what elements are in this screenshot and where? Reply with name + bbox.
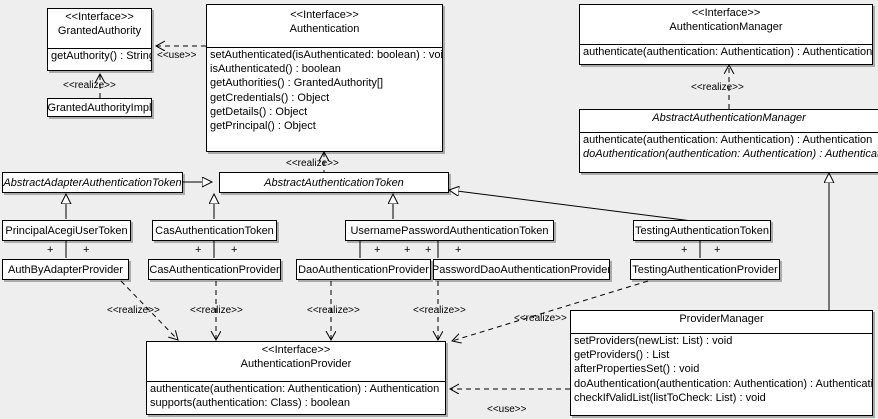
operations-compartment: authenticate(authentication: Authenticat… — [580, 45, 872, 59]
operation: getCredentials() : Object — [210, 91, 330, 104]
class-name: AuthenticationManager — [669, 21, 783, 33]
stereotype-label: <<Interface>> — [65, 11, 134, 23]
class-provider-manager[interactable]: ProviderManager setProviders(newList: Li… — [570, 310, 873, 416]
class-username-password-authentication-token[interactable]: UsernamePasswordAuthenticationToken — [345, 220, 554, 241]
operation: getProviders() : List — [574, 349, 670, 362]
association-marker-plus: + — [681, 244, 688, 256]
operation: doAuthentication(authentication: Authent… — [583, 148, 878, 161]
divider — [147, 381, 445, 382]
operations-compartment: setProviders(newList: List) : void getPr… — [571, 334, 872, 405]
association-marker-plus: + — [404, 244, 411, 256]
operation: supports(authentication: Class) : boolea… — [150, 397, 350, 410]
operation: doAuthentication(authentication: Authent… — [574, 377, 873, 390]
operation: authenticate(authentication: Authenticat… — [583, 134, 873, 146]
class-abstract-authentication-token[interactable]: AbstractAuthenticationToken — [219, 172, 449, 193]
class-header: <<Interface>> Authentication — [207, 5, 442, 47]
edge-label-realize-cas: <<realize>> — [190, 305, 243, 316]
association-marker-plus: + — [374, 244, 381, 256]
edge-label-realize-testing: <<realize>> — [514, 313, 567, 324]
divider — [48, 48, 151, 49]
edge-label-realize-abstract-authentication-token: <<realize>> — [286, 158, 339, 169]
edge-label-realize-authentication-manager: <<realize>> — [691, 82, 744, 93]
association-marker-plus: + — [425, 244, 432, 256]
class-authentication[interactable]: <<Interface>> Authentication setAuthenti… — [206, 4, 443, 152]
association-marker-plus: + — [714, 244, 721, 256]
operation: isAuthenticated() : boolean — [210, 63, 341, 76]
edge-label-use-provider-manager: <<use>> — [487, 404, 527, 415]
association-marker-plus: + — [195, 244, 202, 256]
class-testing-authentication-token[interactable]: TestingAuthenticationToken — [633, 220, 771, 241]
operation: getAuthority() : String — [51, 50, 152, 62]
divider — [207, 47, 442, 48]
edge-label-realize-granted-authority-impl: <<realize>> — [63, 80, 116, 91]
stereotype-label: <<Interface>> — [261, 344, 331, 356]
class-name: GrantedAuthority — [57, 25, 142, 37]
class-name: GrantedAuthorityImpl — [47, 101, 152, 114]
class-name: Authentication — [289, 23, 360, 35]
operation: getPrincipal() : Object — [210, 120, 316, 133]
class-granted-authority[interactable]: <<Interface>> GrantedAuthority getAuthor… — [47, 8, 152, 71]
association-marker-plus: + — [455, 244, 462, 256]
operations-compartment: setAuthenticated(isAuthenticated: boolea… — [207, 48, 442, 133]
operation: checkIfValidList(listToCheck: List) : vo… — [574, 391, 766, 404]
divider — [580, 44, 872, 45]
class-principal-acegi-user-token[interactable]: PrincipalAcegiUserToken — [2, 220, 131, 241]
divider — [580, 132, 878, 133]
class-name: TestingAuthenticationProvider — [632, 263, 778, 276]
class-password-dao-authentication-provider[interactable]: PasswordDaoAuthenticationProvider — [433, 259, 610, 280]
class-name: TestingAuthenticationToken — [635, 224, 769, 237]
operations-compartment: authenticate(authentication: Authenticat… — [580, 133, 878, 161]
class-name: AuthByAdapterProvider — [8, 263, 123, 276]
class-name: PasswordDaoAuthenticationProvider — [433, 263, 610, 276]
class-name: UsernamePasswordAuthenticationToken — [350, 224, 549, 237]
class-dao-authentication-provider[interactable]: DaoAuthenticationProvider — [296, 259, 431, 280]
class-abstract-authentication-manager[interactable]: AbstractAuthenticationManager authentica… — [579, 109, 878, 173]
class-header: ProviderManager — [571, 311, 872, 333]
operation: authenticate(authentication: Authenticat… — [150, 383, 440, 395]
operation: getDetails() : Object — [210, 105, 308, 118]
class-name: AbstractAdapterAuthenticationToken — [3, 176, 182, 189]
operation: getAuthorities() : GrantedAuthority[] — [210, 77, 384, 90]
edge-label-realize-dao: <<realize>> — [307, 305, 360, 316]
operation: setProviders(newList: List) : void — [574, 335, 733, 347]
operation: authenticate(authentication: Authenticat… — [583, 46, 873, 58]
divider — [571, 333, 872, 334]
class-header: AbstractAuthenticationManager — [580, 110, 878, 132]
class-abstract-adapter-authentication-token[interactable]: AbstractAdapterAuthenticationToken — [2, 172, 183, 193]
class-name: CasAuthenticationToken — [155, 224, 274, 237]
edge-label-realize-auth-by-adapter: <<realize>> — [107, 305, 160, 316]
class-auth-by-adapter-provider[interactable]: AuthByAdapterProvider — [2, 259, 129, 280]
association-marker-plus: + — [83, 244, 90, 256]
class-name: CasAuthenticationProvider — [149, 263, 280, 276]
class-header: <<Interface>> AuthenticationManager — [580, 5, 872, 44]
edge-label-realize-password-dao: <<realize>> — [413, 305, 466, 316]
class-header: <<Interface>> GrantedAuthority — [48, 9, 151, 48]
operations-compartment: authenticate(authentication: Authenticat… — [147, 382, 445, 410]
operation: afterPropertiesSet() : void — [574, 363, 700, 376]
class-cas-authentication-provider[interactable]: CasAuthenticationProvider — [148, 259, 281, 280]
class-name: PrincipalAcegiUserToken — [5, 224, 128, 237]
stereotype-label: <<Interface>> — [290, 9, 359, 21]
class-name: AbstractAuthenticationManager — [652, 112, 806, 124]
class-cas-authentication-token[interactable]: CasAuthenticationToken — [152, 220, 277, 241]
class-authentication-provider[interactable]: <<Interface>> AuthenticationProvider aut… — [146, 341, 446, 415]
class-name: AuthenticationProvider — [240, 358, 352, 370]
class-name: ProviderManager — [679, 313, 764, 325]
class-testing-authentication-provider[interactable]: TestingAuthenticationProvider — [630, 259, 780, 280]
class-name: DaoAuthenticationProvider — [298, 263, 429, 276]
operation: setAuthenticated(isAuthenticated: boolea… — [210, 49, 443, 61]
class-name: AbstractAuthenticationToken — [264, 176, 404, 189]
edge-label-use-granted-authority: <<use>> — [157, 50, 197, 61]
association-marker-plus: + — [47, 244, 54, 256]
class-granted-authority-impl[interactable]: GrantedAuthorityImpl — [47, 98, 152, 117]
operations-compartment: getAuthority() : String — [48, 49, 151, 63]
association-marker-plus: + — [231, 244, 238, 256]
class-authentication-manager[interactable]: <<Interface>> AuthenticationManager auth… — [579, 4, 873, 65]
stereotype-label: <<Interface>> — [691, 7, 761, 19]
class-header: <<Interface>> AuthenticationProvider — [147, 342, 445, 381]
